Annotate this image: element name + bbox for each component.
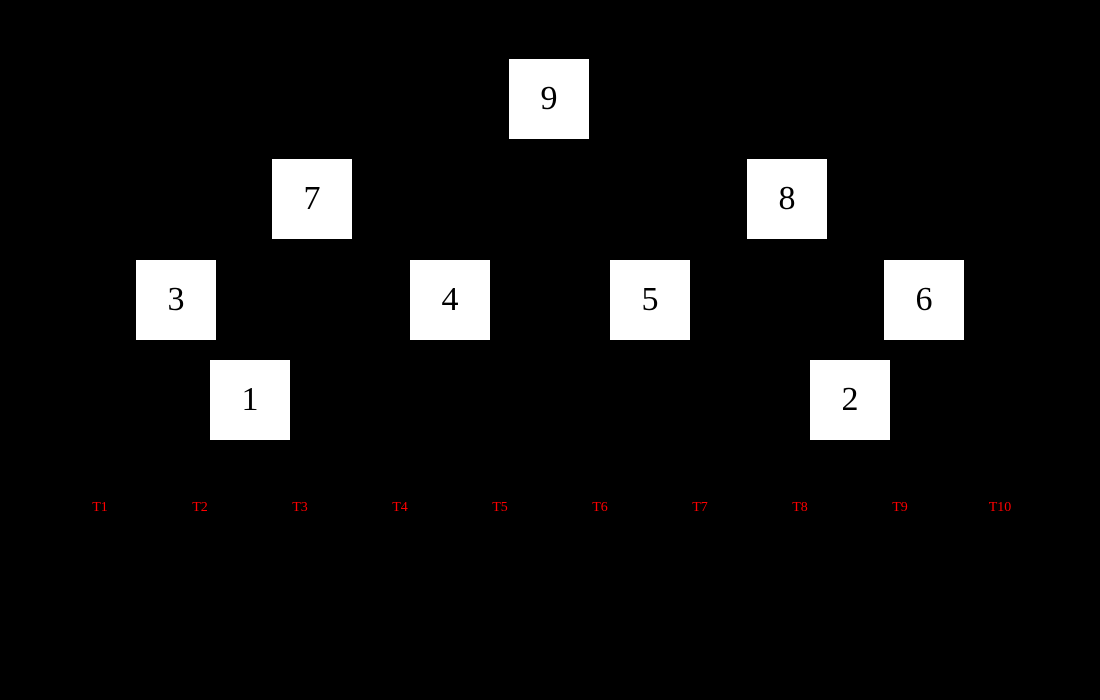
node-box-6[interactable]: 6 <box>884 260 964 340</box>
x-axis-tick-t9: T9 <box>892 500 908 515</box>
x-axis-tick-t4: T4 <box>392 500 408 515</box>
x-axis-tick-t5: T5 <box>492 500 508 515</box>
x-axis-tick-t8: T8 <box>792 500 808 515</box>
node-box-5[interactable]: 5 <box>610 260 690 340</box>
x-axis-tick-t1: T1 <box>92 500 108 515</box>
x-axis-tick-t2: T2 <box>192 500 208 515</box>
node-box-1[interactable]: 1 <box>210 360 290 440</box>
node-box-9[interactable]: 9 <box>509 59 589 139</box>
x-axis-tick-t3: T3 <box>292 500 308 515</box>
node-box-8[interactable]: 8 <box>747 159 827 239</box>
node-box-2[interactable]: 2 <box>810 360 890 440</box>
node-box-3[interactable]: 3 <box>136 260 216 340</box>
x-axis-tick-t10: T10 <box>988 500 1012 515</box>
x-axis-tick-t6: T6 <box>592 500 608 515</box>
node-box-4[interactable]: 4 <box>410 260 490 340</box>
node-box-7[interactable]: 7 <box>272 159 352 239</box>
x-axis-tick-t7: T7 <box>692 500 708 515</box>
